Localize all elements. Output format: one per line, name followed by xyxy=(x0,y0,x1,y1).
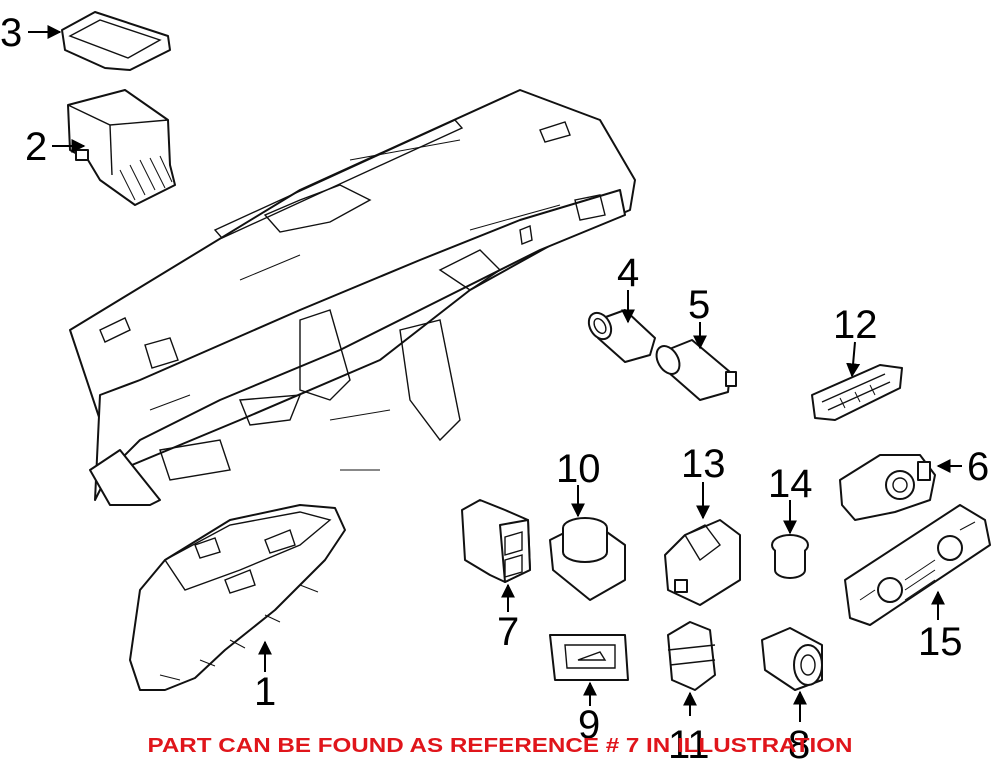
callout-3: 3 xyxy=(0,11,22,55)
callout-15: 15 xyxy=(918,620,963,664)
callout-7: 7 xyxy=(497,610,519,654)
part-10-knob xyxy=(549,517,626,601)
callout-labels: 3 2 1 4 5 12 6 15 7 10 13 14 9 11 8 xyxy=(0,11,989,764)
callout-12: 12 xyxy=(833,303,878,347)
part-9-button xyxy=(549,634,629,681)
part-11-switch xyxy=(667,621,716,691)
leader-12 xyxy=(846,341,861,378)
part-12-switch-panel xyxy=(811,364,903,421)
callout-13: 13 xyxy=(681,442,726,486)
callout-8: 8 xyxy=(788,723,810,764)
part-4-socket xyxy=(587,309,656,363)
callout-4: 4 xyxy=(617,251,639,295)
dashboard-assembly xyxy=(69,89,636,506)
callout-14: 14 xyxy=(768,462,813,506)
callout-6: 6 xyxy=(967,445,989,489)
callout-2: 2 xyxy=(25,125,47,169)
callout-9: 9 xyxy=(578,703,600,747)
part-3-cover xyxy=(61,11,171,71)
callout-1: 1 xyxy=(254,670,276,714)
part-5-lighter xyxy=(655,339,737,401)
reference-notice: PART CAN BE FOUND AS REFERENCE # 7 IN IL… xyxy=(148,735,853,757)
part-15-climate-panel xyxy=(844,504,991,626)
part-8-start-button xyxy=(761,627,823,691)
part-1-instrument-cluster xyxy=(129,504,346,691)
part-2-hud xyxy=(67,89,176,206)
part-7-trunk-switch xyxy=(461,499,531,583)
callout-5: 5 xyxy=(688,283,710,327)
part-6-light-switch xyxy=(839,454,936,521)
leader-lines xyxy=(28,25,962,722)
callout-11: 11 xyxy=(668,723,710,764)
part-14-button xyxy=(771,534,809,579)
callout-10: 10 xyxy=(556,447,601,491)
part-13-switch xyxy=(664,519,741,606)
